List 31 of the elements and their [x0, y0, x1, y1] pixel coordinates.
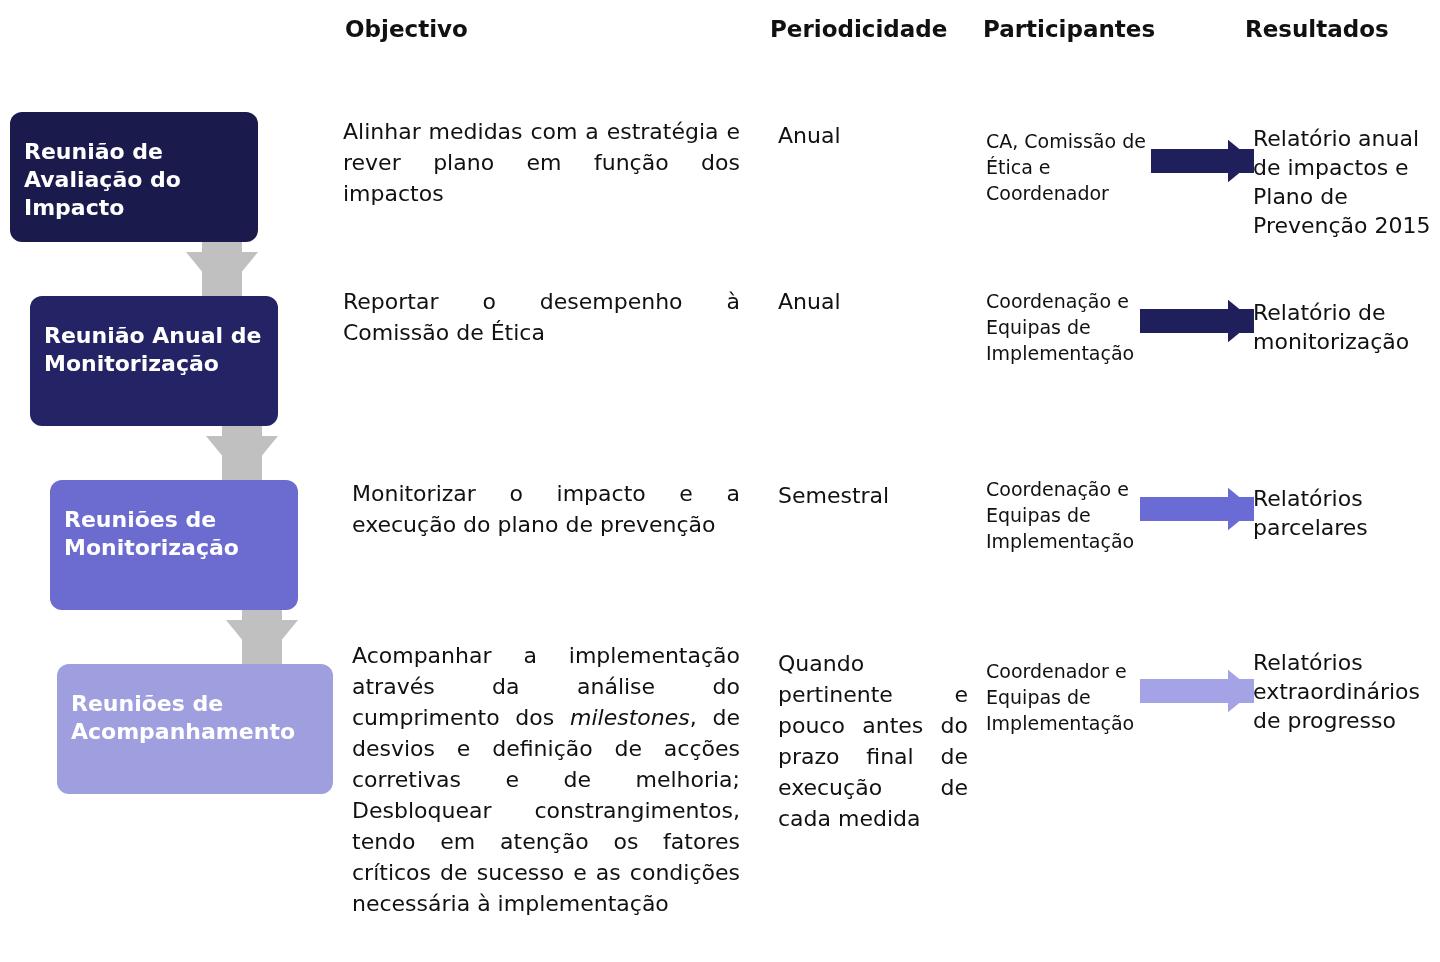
meeting-box: Reuniões de Acompanhamento	[57, 664, 333, 794]
table-cell-text: Quando pertinente e pouco antes do prazo final de execução de cada medida	[778, 650, 968, 833]
participants-text: Coordenação e Equipas de Implementação	[986, 288, 1136, 366]
table-cell-text: Alinhar medidas com a estratégia e rever plano em função dos impactos	[343, 118, 740, 208]
table-cell-text: Reportar o desempenho à Comissão de Ética	[343, 288, 740, 347]
table-cell-text: Semestral	[778, 482, 891, 510]
column-header: Objectivo	[345, 16, 469, 42]
meeting-box: Reunião Anual de Monitorização	[30, 296, 278, 426]
table-cell-text: Acompanhar a implementação através da análise do cumprimento dos milestones, de desvios e definição de acções corretivas e de melhoria; Desbloquear constrangimentos, tendo em atenção os fatores críticos de sucesso e as condições necessária à implementação	[352, 642, 740, 918]
participants-text: Coordenador e Equipas de Implementação	[986, 658, 1136, 736]
meeting-box: Reuniões de Monitorização	[50, 480, 298, 610]
participants-text: CA, Comissão de Ética e Coordenador	[986, 128, 1147, 206]
result-text: Relatório de monitorização	[1253, 298, 1411, 356]
column-header: Participantes	[983, 16, 1157, 42]
arrow	[186, 242, 258, 296]
arrow	[206, 426, 278, 480]
column-header: Resultados	[1245, 16, 1390, 42]
meeting-box: Reunião de Avaliação do Impacto	[10, 112, 258, 242]
arrow	[1140, 487, 1254, 531]
arrow	[1140, 669, 1254, 713]
result-text: Relatórios extraordinários de progresso	[1253, 648, 1422, 735]
column-header: Periodicidade	[770, 16, 949, 42]
arrow	[1140, 299, 1254, 343]
arrow	[1151, 139, 1254, 183]
arrow	[226, 610, 298, 664]
result-text: Relatórios parcelares	[1253, 484, 1369, 542]
table-cell-text: Anual	[778, 288, 842, 316]
table-cell-text: Monitorizar o impacto e a execução do plano de prevenção	[352, 480, 740, 539]
result-text: Relatório anual de impactos e Plano de Prevenção 2015	[1253, 124, 1432, 240]
participants-text: Coordenação e Equipas de Implementação	[986, 476, 1136, 554]
table-cell-text: Anual	[778, 122, 842, 150]
